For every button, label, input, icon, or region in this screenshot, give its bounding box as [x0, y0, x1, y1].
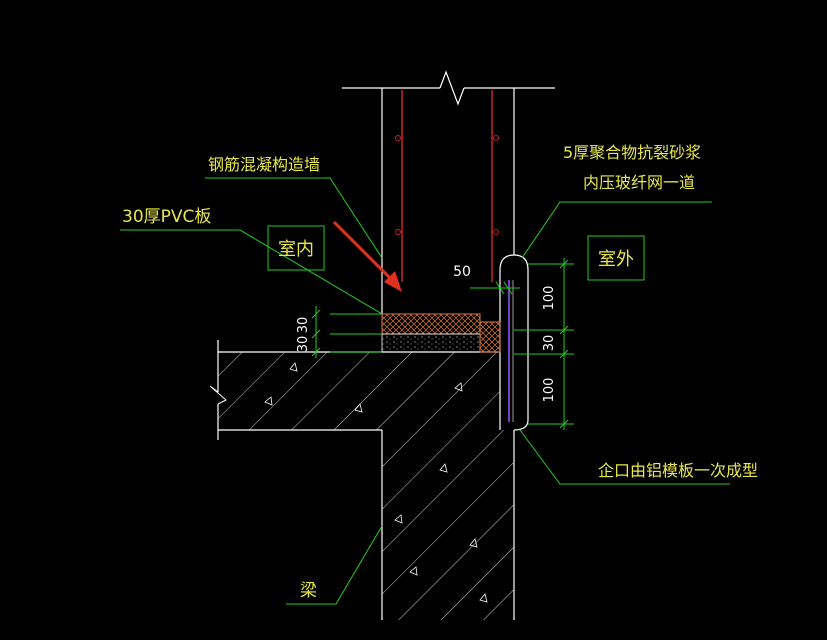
- dim-100-upper: 100: [542, 286, 557, 311]
- dim-100-lower: 100: [542, 378, 557, 403]
- concrete-wall: [342, 70, 555, 314]
- indoor-label: 室内: [278, 239, 314, 260]
- rebar: [395, 90, 499, 282]
- dim-50: 50: [453, 264, 471, 280]
- mortar-label-line1: 5厚聚合物抗裂砂浆: [563, 143, 701, 162]
- left-dimension-group: [311, 306, 382, 358]
- notch-label: 企口由铝模板一次成型: [598, 461, 758, 480]
- notch-outline: [499, 254, 529, 431]
- dim-30-right: 30: [542, 335, 557, 352]
- dim-30-upper: 30: [296, 317, 311, 334]
- outdoor-label: 室外: [598, 249, 634, 270]
- wall-label: 钢筋混凝构造墙: [208, 155, 320, 174]
- leader-lines: [120, 177, 730, 605]
- right-dimension-group: [470, 258, 574, 430]
- pointer-arrow: [332, 220, 402, 292]
- outdoor-tag-box: [587, 235, 645, 281]
- pvc-label: 30厚PVC板: [122, 207, 211, 227]
- slab-and-beam: [209, 340, 515, 620]
- mortar-label-line2: 内压玻纤网一道: [583, 173, 695, 192]
- dim-30-lower: 30: [296, 336, 311, 353]
- beam-label: 梁: [300, 581, 317, 601]
- pvc-board: [381, 313, 501, 353]
- indoor-tag-box: [267, 225, 325, 271]
